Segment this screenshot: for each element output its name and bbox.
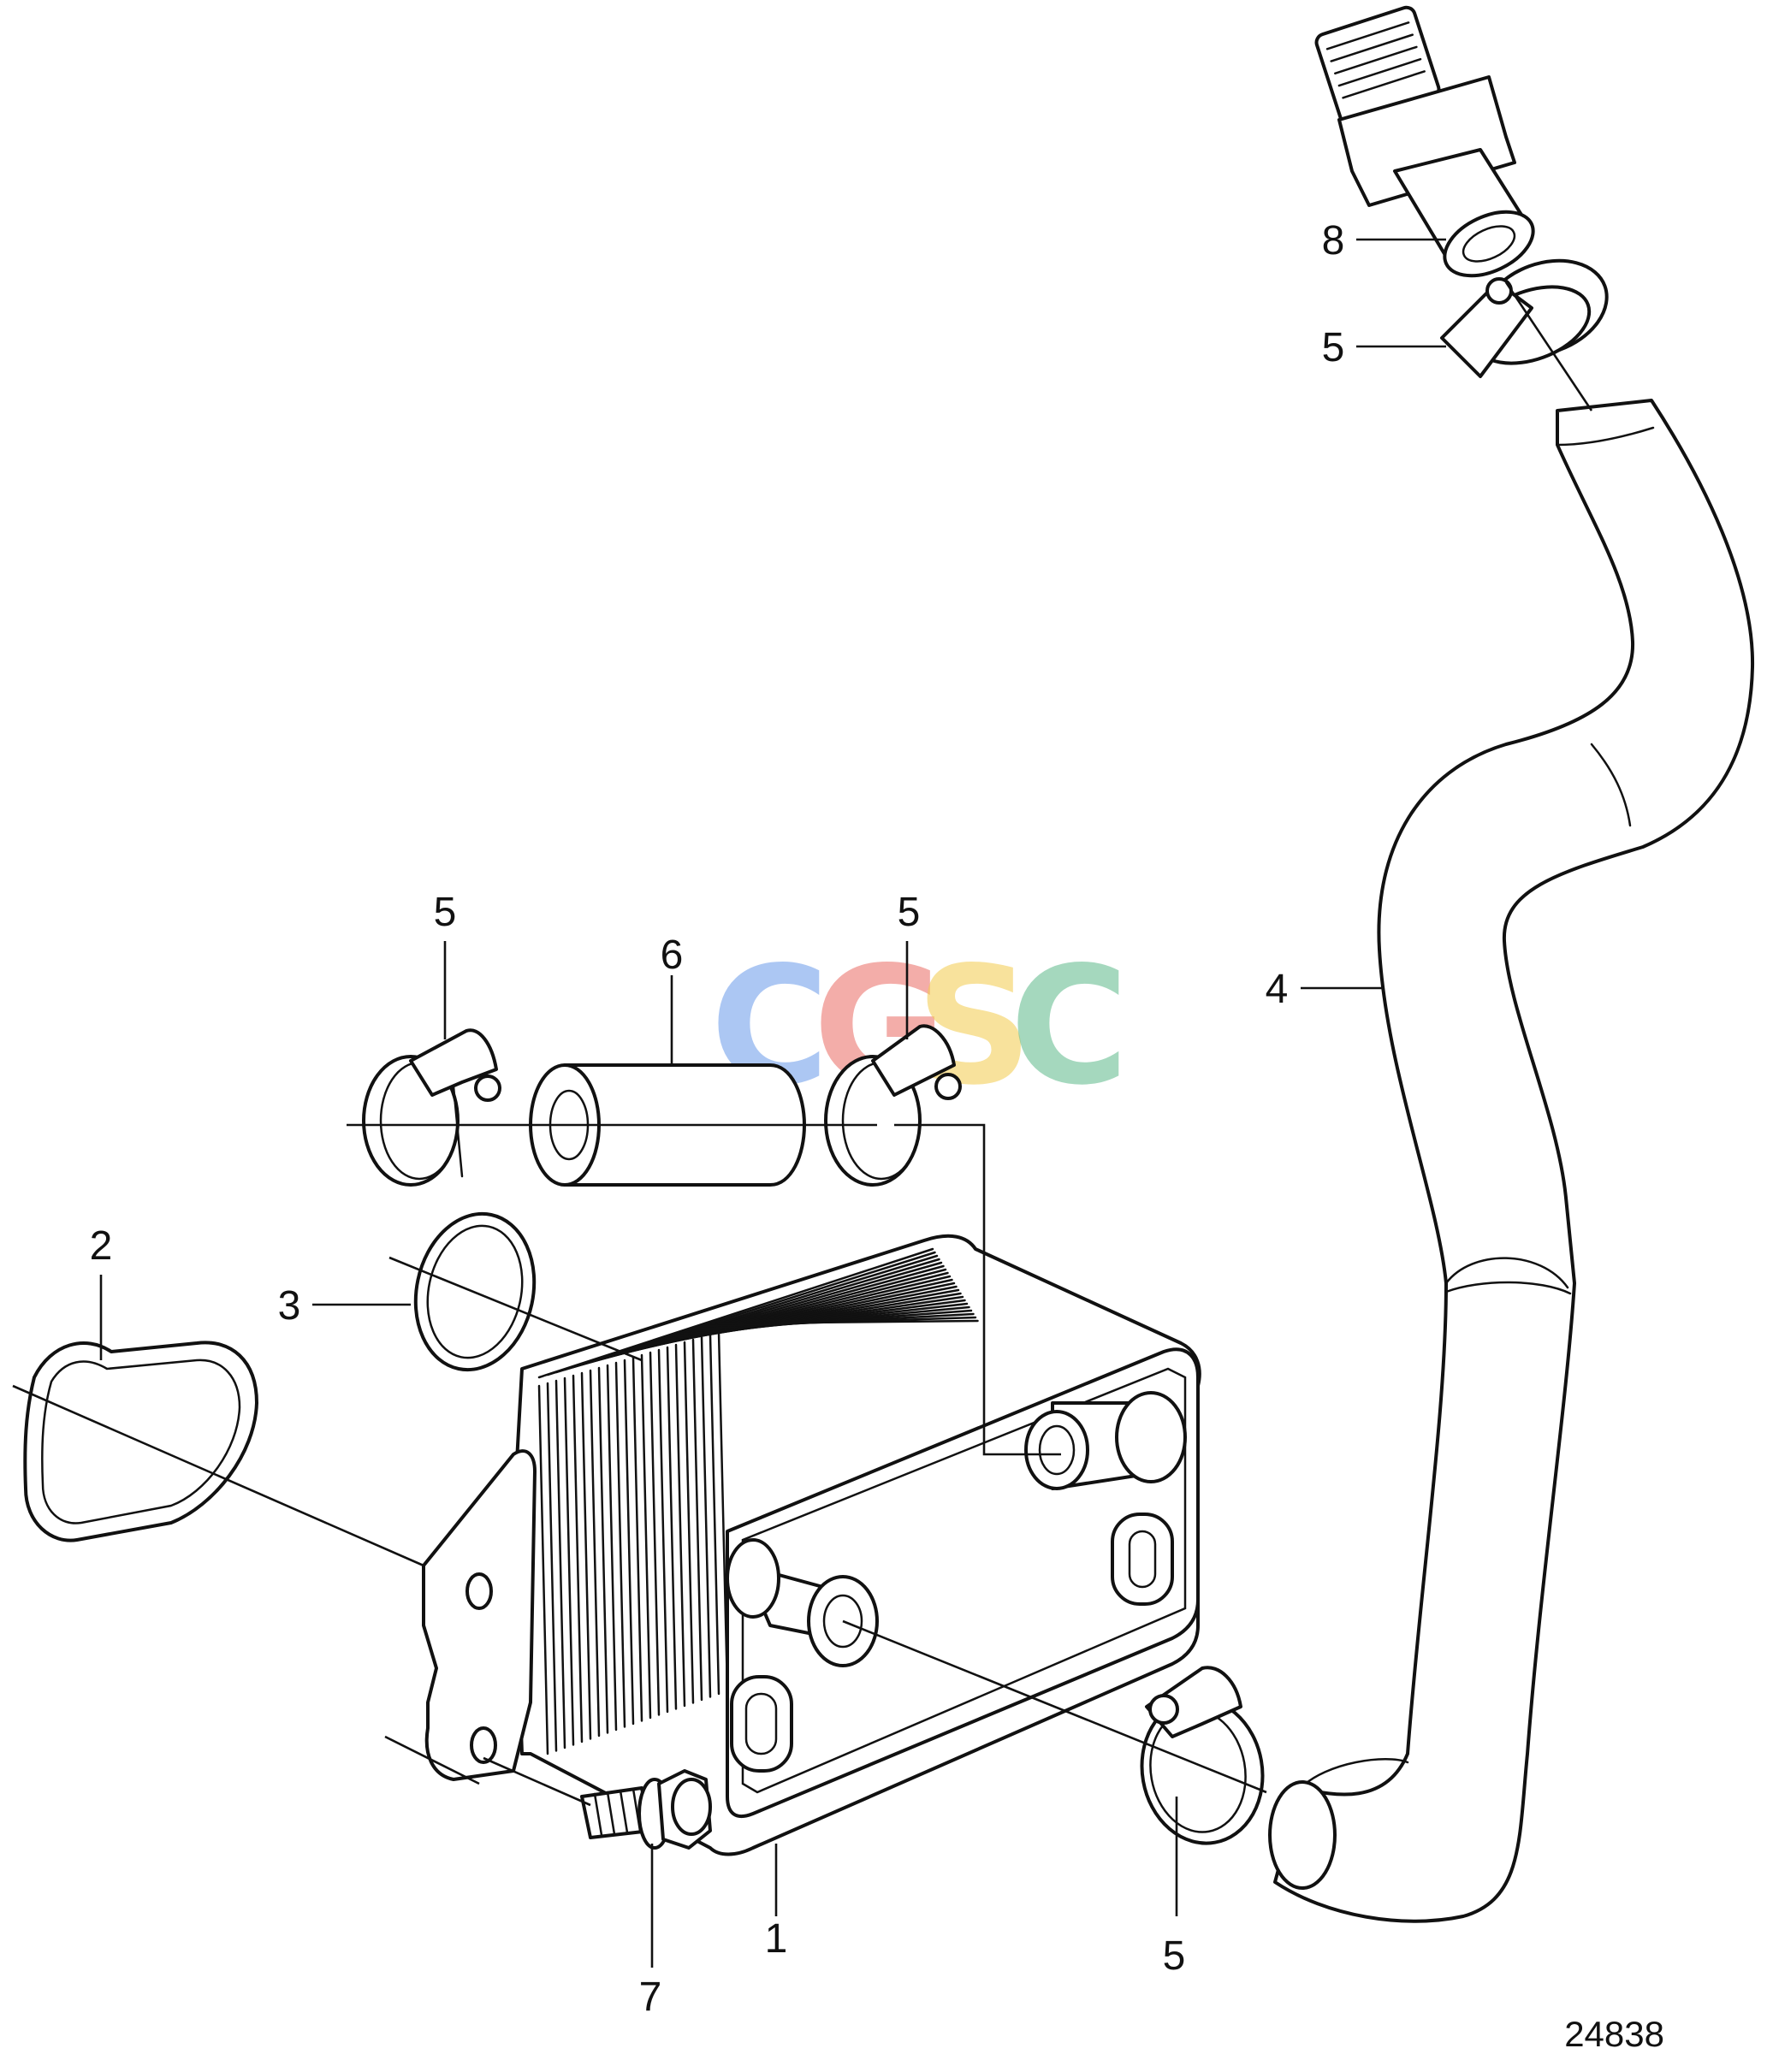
hose-clamp-icon [362,1028,501,1187]
watermark-letter-c2: C [1010,932,1129,1121]
leader-lines [12,238,1593,1968]
callout-3: 3 [278,1283,301,1329]
hose-clamp-icon [1140,1666,1265,1845]
oil-cooler-icon [422,1234,1201,1856]
coolant-hose-icon [1268,399,1755,1923]
callout-5-top-clamp: 5 [1322,325,1345,370]
nipple-icon [1314,5,1535,278]
callout-1: 1 [765,1916,788,1962]
callout-8: 8 [1322,218,1345,263]
hose-clamp-icon [1440,258,1609,378]
callout-5-right-clamp: 5 [898,890,921,935]
callout-5-left-clamp: 5 [434,890,457,935]
callout-2: 2 [90,1223,113,1269]
figure-number: 24838 [1564,2014,1664,2054]
hose-clamp-icon [824,1024,962,1187]
callout-labels: 1 2 3 4 5 5 5 5 6 7 8 [90,218,1345,2020]
callout-7: 7 [639,1974,662,2020]
callout-6: 6 [661,932,684,978]
flange-screw-icon [580,1769,712,1850]
callout-5-bottom-clamp: 5 [1163,1933,1186,1979]
callout-4: 4 [1266,967,1289,1012]
